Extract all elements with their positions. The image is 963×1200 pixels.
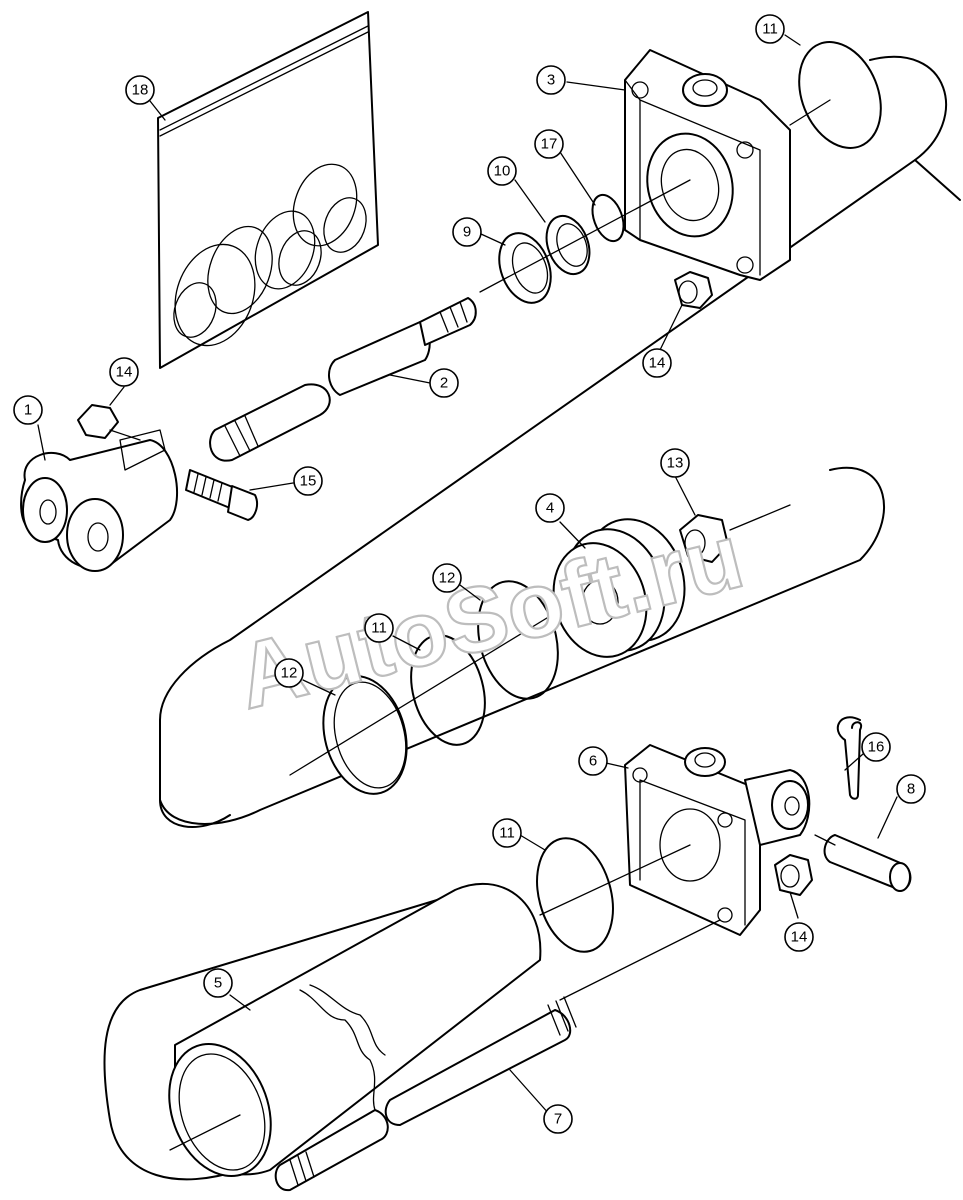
seal-kit-bag (157, 11, 379, 369)
callout-8: 8 (896, 774, 926, 804)
callout-3: 3 (536, 65, 566, 95)
callout-10: 10 (487, 156, 517, 186)
callout-1: 1 (13, 395, 43, 425)
callout-2: 2 (429, 368, 459, 398)
svg-text:17: 17 (541, 136, 558, 153)
callout-11-middle: 11 (364, 613, 394, 643)
svg-text:10: 10 (494, 163, 511, 180)
callout-6: 6 (578, 746, 608, 776)
hex-nut-clevis (77, 404, 141, 441)
callout-11-lower: 11 (492, 818, 522, 848)
head-end-cap (624, 49, 791, 281)
svg-text:12: 12 (439, 570, 456, 587)
svg-text:14: 14 (116, 364, 133, 381)
svg-text:11: 11 (762, 21, 778, 38)
callout-18: 18 (125, 75, 155, 105)
base-end-cap (624, 744, 811, 936)
group-outline-upper (159, 55, 961, 828)
cylinder-barrel (168, 882, 542, 1177)
callout-12-lower: 12 (274, 658, 304, 688)
svg-text:6: 6 (589, 753, 597, 770)
callout-15: 15 (293, 466, 323, 496)
callout-9: 9 (452, 217, 482, 247)
o-ring-lower (536, 837, 691, 953)
svg-text:9: 9 (463, 224, 471, 241)
piston-rod (209, 297, 477, 462)
callout-14-clevis: 14 (109, 357, 139, 387)
svg-text:1: 1 (24, 402, 32, 419)
hex-nut-piston (679, 504, 791, 563)
callout-14-lower: 14 (784, 922, 814, 952)
hitch-pin-clip (836, 716, 863, 800)
leader-lines (37, 34, 898, 1116)
svg-text:16: 16 (868, 739, 885, 756)
callout-16: 16 (861, 732, 891, 762)
callout-13: 13 (660, 448, 690, 478)
piston (552, 518, 686, 658)
svg-text:3: 3 (547, 72, 555, 89)
clevis-pin (814, 834, 912, 892)
backup-ring (591, 193, 625, 243)
svg-text:15: 15 (300, 473, 317, 490)
svg-text:8: 8 (907, 781, 915, 798)
watermark-text: AutoSoft.ru (227, 505, 753, 729)
svg-text:11: 11 (499, 825, 515, 842)
callout-11-top: 11 (755, 14, 785, 44)
svg-text:14: 14 (791, 929, 808, 946)
group-outline-lower (103, 889, 471, 1181)
svg-text:18: 18 (132, 82, 149, 99)
svg-text:13: 13 (667, 455, 684, 472)
callout-17: 17 (534, 129, 564, 159)
rod-clevis (20, 429, 178, 572)
watermark: AutoSoft.ru (226, 504, 754, 730)
callout-14-upper-right: 14 (642, 348, 672, 378)
o-ring-top (789, 41, 882, 149)
hex-nut-lower (774, 854, 813, 896)
group-outline-middle (159, 466, 885, 825)
hex-nut-upper-right (674, 271, 713, 309)
tie-rod (274, 919, 721, 1192)
svg-text:11: 11 (371, 620, 387, 637)
svg-text:5: 5 (214, 975, 222, 992)
callout-12-middle: 12 (432, 563, 462, 593)
svg-text:7: 7 (554, 1111, 562, 1128)
callout-7: 7 (543, 1104, 573, 1134)
callout-4: 4 (535, 493, 565, 523)
svg-text:4: 4 (546, 500, 554, 517)
cap-screw (185, 469, 258, 521)
svg-text:14: 14 (649, 355, 666, 372)
centerline-top (479, 179, 691, 293)
svg-text:12: 12 (281, 665, 298, 682)
piston-rings-middle (289, 580, 561, 795)
callout-5: 5 (203, 968, 233, 998)
svg-text:2: 2 (440, 375, 448, 392)
